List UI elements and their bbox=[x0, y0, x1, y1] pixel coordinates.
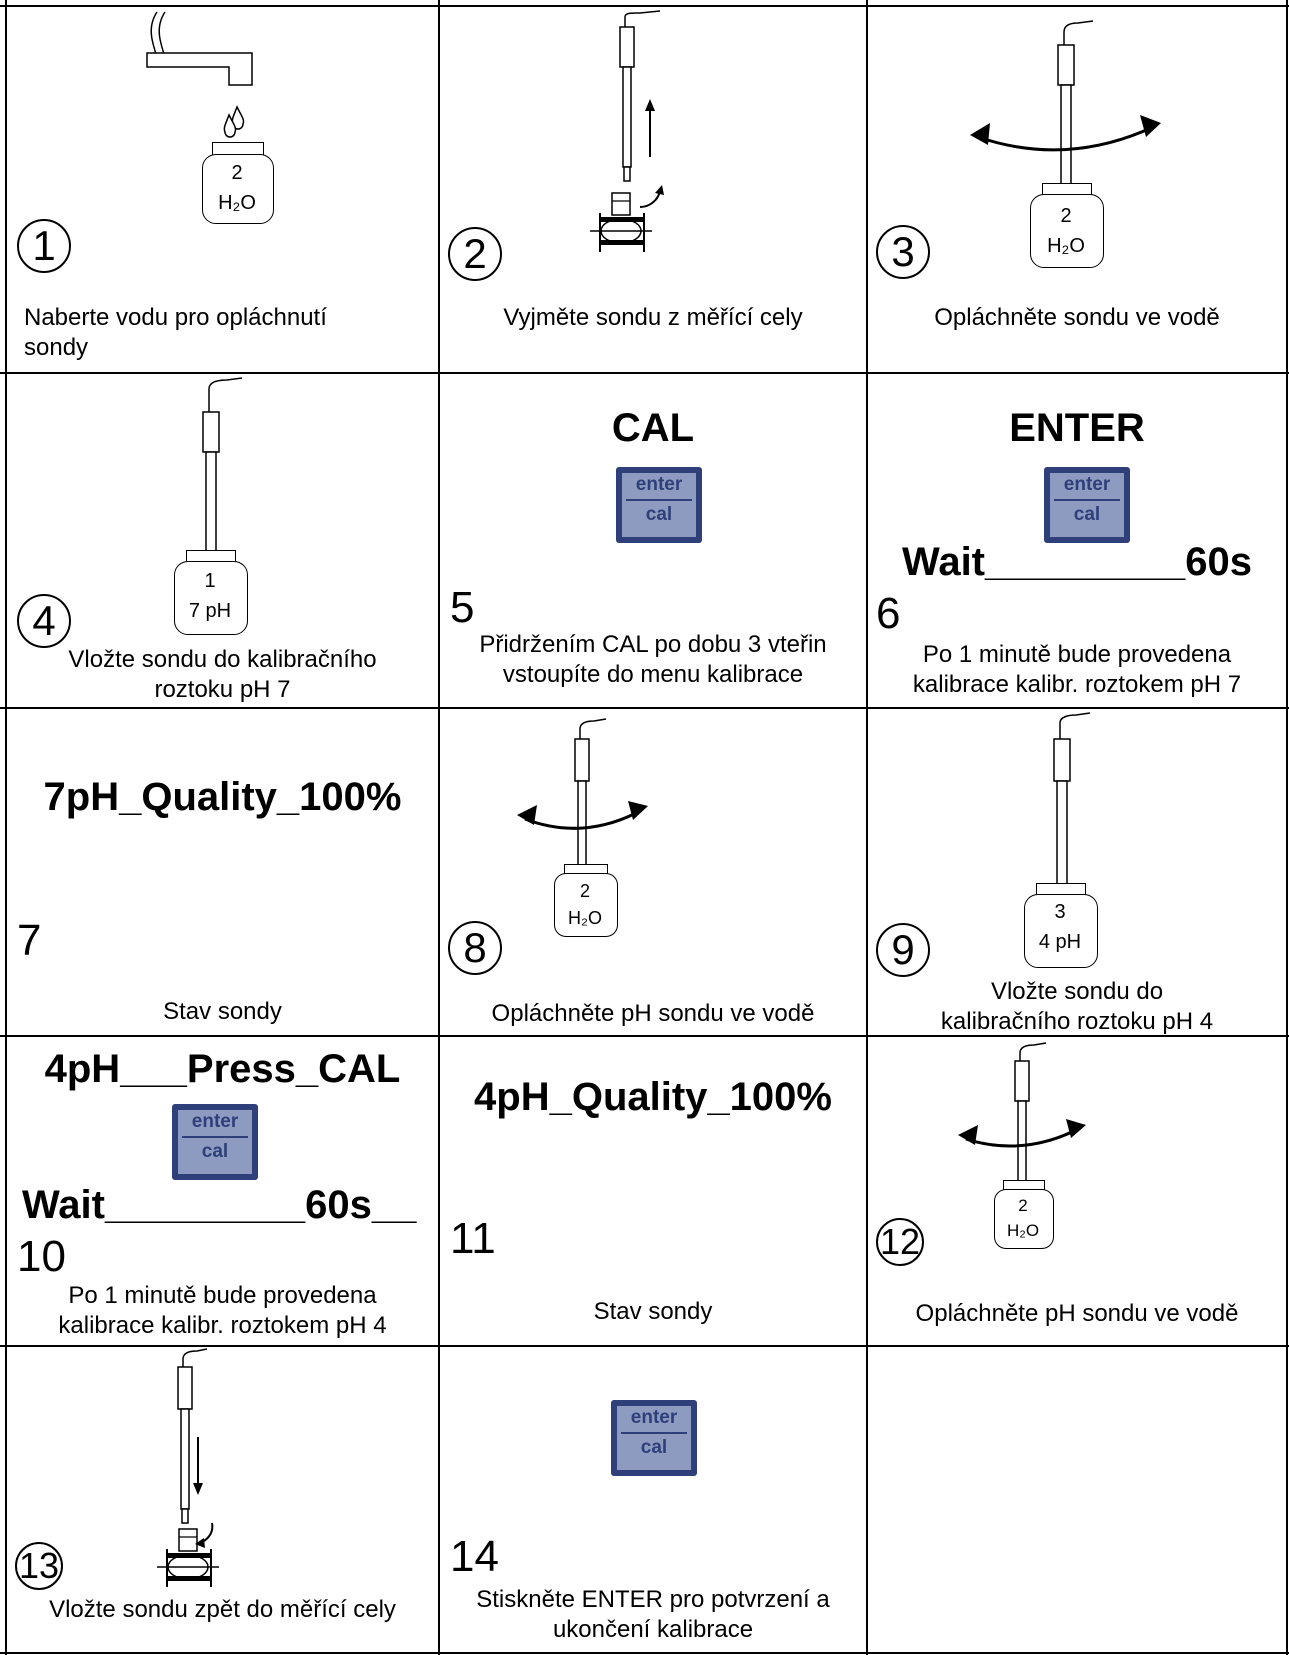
probe-insertion-illustration bbox=[157, 1348, 219, 1587]
step-number: 11 bbox=[450, 1214, 496, 1263]
step-caption: Opláchněte pH sondu ve vodě bbox=[915, 1300, 1239, 1327]
enter-cal-key[interactable]: enter cal bbox=[1044, 467, 1130, 543]
probe-in-ph7-illustration bbox=[202, 377, 243, 553]
step-number: 13 bbox=[15, 1542, 63, 1590]
step-10-cell: 4pH___Press_CAL enter cal Wait_________6… bbox=[7, 1037, 438, 1345]
step-4-cell: 1 7 pH 4 Vložte sondu do kalibračního ro… bbox=[7, 374, 438, 707]
step-9-cell: 3 4 pH 9 Vložte sondu do kalibračního ro… bbox=[868, 709, 1286, 1035]
step-number: 8 bbox=[448, 921, 502, 975]
key-label-top: enter bbox=[191, 1111, 239, 1132]
step-7-cell: 7pH_Quality_100% 7 Stav sondy bbox=[7, 709, 438, 1035]
step-number: 6 bbox=[876, 589, 901, 638]
grid-line bbox=[1286, 0, 1288, 1655]
rinse-illustration bbox=[517, 718, 648, 892]
bottle-label: H₂O bbox=[1006, 1221, 1040, 1240]
step-caption: Vyjměte sondu z měřící cely bbox=[503, 304, 803, 331]
key-label-bottom: cal bbox=[201, 1141, 229, 1162]
display-text: CAL bbox=[611, 406, 695, 450]
step-caption: Stav sondy bbox=[593, 1298, 713, 1325]
wait-text: Wait_________60s bbox=[902, 540, 1252, 584]
grid-line bbox=[0, 1652, 1289, 1654]
step-caption: Stiskněte ENTER pro potvrzení a ukončení… bbox=[476, 1586, 830, 1643]
step-caption: Vložte sondu zpět do měřící cely bbox=[49, 1596, 396, 1623]
probe-in-ph4-illustration bbox=[1053, 712, 1091, 887]
step-1-cell: 2 H₂O 1 Naberte vodu pro opláchnutí sond… bbox=[7, 7, 438, 372]
step-caption: Stav sondy bbox=[163, 998, 282, 1025]
display-text: ENTER bbox=[1009, 406, 1145, 450]
step-number: 9 bbox=[876, 923, 930, 977]
grid-line bbox=[5, 0, 7, 1655]
step-14-cell: enter cal 14 Stiskněte ENTER pro potvrze… bbox=[440, 1347, 866, 1652]
display-text: 4pH_Quality_100% bbox=[474, 1075, 832, 1119]
enter-cal-key[interactable]: enter cal bbox=[172, 1104, 258, 1180]
probe-removal-illustration bbox=[590, 10, 664, 252]
grid-line bbox=[0, 5, 1289, 7]
bottle-number: 2 bbox=[231, 162, 243, 184]
bottle-number: 3 bbox=[1054, 901, 1066, 923]
step-number: 5 bbox=[450, 583, 475, 632]
step-3-cell: 2 H₂O 3 Opláchněte sondu ve vodě bbox=[868, 7, 1286, 372]
step-caption: Opláchněte sondu ve vodě bbox=[934, 304, 1220, 331]
step-13-cell: 13 Vložte sondu zpět do měřící cely bbox=[7, 1347, 438, 1652]
step-6-cell: ENTER enter cal Wait_________60s 6 Po 1 … bbox=[868, 374, 1286, 707]
bottle-label: H₂O bbox=[218, 192, 256, 214]
step-3-bottle: 2 H₂O bbox=[1030, 183, 1104, 268]
step-caption: Přidržením CAL po dobu 3 vteřin vstoupít… bbox=[479, 631, 827, 688]
bottle-label: H₂O bbox=[568, 908, 602, 928]
grid-line bbox=[0, 707, 1289, 709]
bottle-number: 2 bbox=[579, 881, 590, 901]
step-12-cell: 2 H₂O 12 Opláchněte pH sondu ve vodě bbox=[868, 1037, 1286, 1345]
rinse-illustration bbox=[958, 1042, 1086, 1220]
key-label-top: enter bbox=[630, 1407, 678, 1428]
step-number: 7 bbox=[17, 916, 42, 965]
step-caption: Po 1 minutě bude provedena kalibrace kal… bbox=[912, 641, 1242, 698]
enter-cal-key[interactable]: enter cal bbox=[611, 1400, 697, 1476]
grid-line bbox=[0, 372, 1289, 374]
step-caption: Vložte sondu do kalibračního roztoku pH … bbox=[940, 978, 1214, 1035]
tap-water-illustration bbox=[146, 11, 253, 138]
step-2-cell: 2 Vyjměte sondu z měřící cely bbox=[440, 7, 866, 372]
enter-cal-key[interactable]: enter cal bbox=[616, 467, 702, 543]
step-4-bottle: 1 7 pH bbox=[174, 550, 248, 635]
step-11-cell: 4pH_Quality_100% 11 Stav sondy bbox=[440, 1037, 866, 1345]
key-label-bottom: cal bbox=[640, 1437, 668, 1458]
step-number: 12 bbox=[876, 1218, 924, 1266]
key-label-top: enter bbox=[635, 474, 683, 495]
empty-cell bbox=[868, 1347, 1286, 1652]
step-caption: Po 1 minutě bude provedena kalibrace kal… bbox=[58, 1282, 387, 1339]
key-label-bottom: cal bbox=[1073, 504, 1101, 525]
key-label-bottom: cal bbox=[645, 504, 673, 525]
grid-line bbox=[438, 0, 440, 1655]
step-8-cell: 2 H₂O 8 Opláchněte pH sondu ve vodě bbox=[440, 709, 866, 1035]
wait-text: Wait_________60s__ bbox=[22, 1183, 417, 1227]
bottle-number: 1 bbox=[204, 570, 216, 592]
step-1-bottle: 2 H₂O bbox=[202, 142, 274, 224]
step-number: 10 bbox=[17, 1232, 66, 1281]
display-text: 4pH___Press_CAL bbox=[44, 1047, 401, 1091]
bottle-number: 2 bbox=[1018, 1196, 1028, 1215]
bottle-label: 4 pH bbox=[1038, 931, 1082, 953]
grid-line bbox=[0, 1035, 1289, 1037]
bottle-label: 7 pH bbox=[188, 600, 232, 622]
bottle-label: H₂O bbox=[1047, 235, 1085, 257]
step-12-bottle: 2 H₂O bbox=[994, 1180, 1054, 1249]
step-number: 2 bbox=[448, 227, 502, 281]
grid-line bbox=[0, 1345, 1289, 1347]
step-caption: Vložte sondu do kalibračního roztoku pH … bbox=[68, 646, 377, 703]
step-number: 4 bbox=[17, 594, 71, 648]
bottle-number: 2 bbox=[1060, 205, 1072, 227]
step-8-bottle: 2 H₂O bbox=[554, 864, 618, 937]
step-caption: Opláchněte pH sondu ve vodě bbox=[491, 1000, 815, 1027]
step-caption: Naberte vodu pro opláchnutí sondy bbox=[24, 304, 327, 361]
step-9-bottle: 3 4 pH bbox=[1024, 883, 1098, 968]
grid-line bbox=[866, 0, 868, 1655]
rinse-illustration bbox=[970, 20, 1161, 191]
step-number: 14 bbox=[450, 1532, 499, 1581]
step-number: 1 bbox=[17, 219, 71, 273]
key-label-top: enter bbox=[1063, 474, 1111, 495]
display-text: 7pH_Quality_100% bbox=[43, 775, 402, 819]
step-5-cell: CAL enter cal 5 Přidržením CAL po dobu 3… bbox=[440, 374, 866, 707]
step-number: 3 bbox=[876, 225, 930, 279]
